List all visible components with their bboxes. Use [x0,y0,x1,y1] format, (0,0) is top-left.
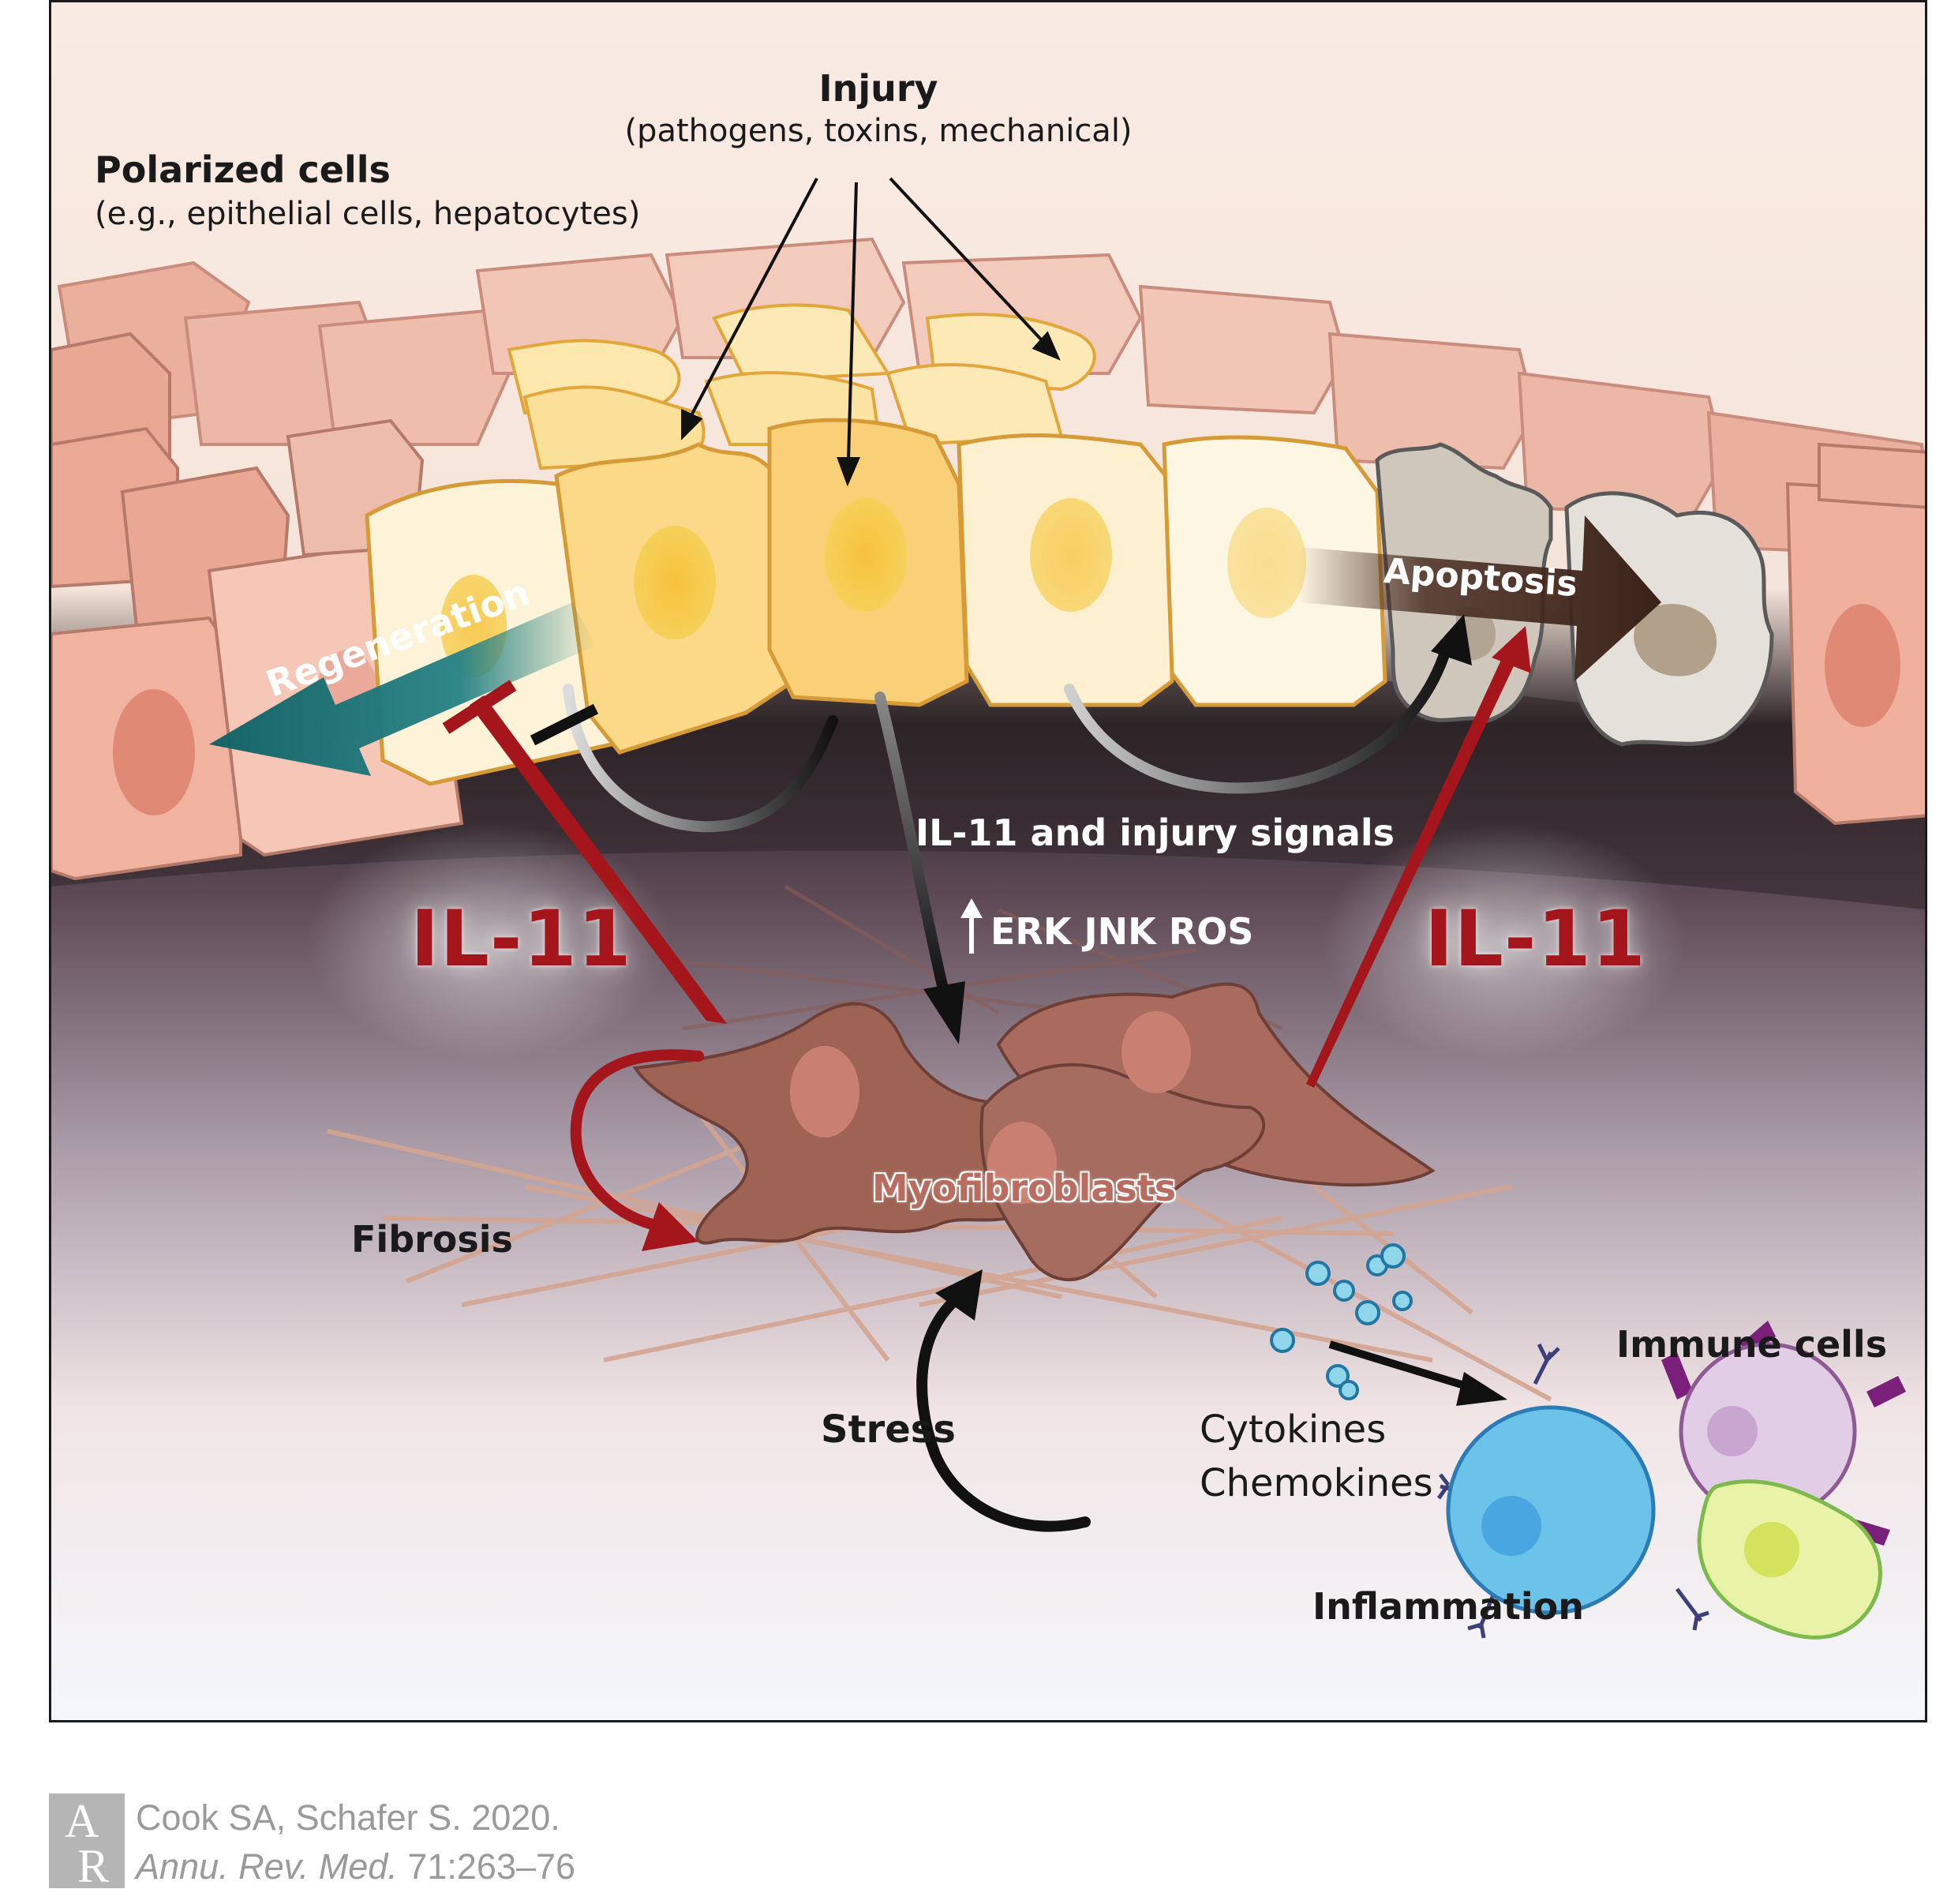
inhibition-curve-black [530,684,838,833]
polarized-cells-subtitle: (e.g., epithelial cells, hepatocytes) [95,196,641,232]
healthy-cells-right [1785,442,1925,826]
up-arrow-icon [960,898,983,954]
regeneration-arrow [209,602,596,776]
il11-signals-label: IL-11 and injury signals [915,811,1395,854]
fibrosis-label: Fibrosis [351,1218,513,1261]
myofibroblast-cells [632,982,1436,1281]
il11-signals-arrow [874,692,965,1044]
chemokines-label: Chemokines [1200,1461,1433,1505]
il11-right-label: IL-11 [1425,894,1646,984]
immune-cells-label: Immune cells [1616,1323,1888,1366]
injury-title: Injury [818,67,938,110]
cytokines-label: Cytokines [1200,1407,1387,1452]
injury-arrows [681,177,1061,487]
apoptosis-curve [1064,614,1472,794]
svg-text:A: A [65,1795,99,1847]
il11-left-inhibition [442,680,727,1024]
immune-cells-illustration [1436,1321,1906,1640]
injured-cells-front [365,418,1387,786]
pathway-diagram [51,2,1925,1720]
stress-arrow [916,1269,1091,1532]
il11-right-arrow [1306,626,1531,1088]
stress-label: Stress [821,1407,956,1452]
citation-text: Cook SA, Schafer S. 2020. Annu. Rev. Med… [136,1793,575,1891]
cytokines-arrow [1328,1340,1507,1406]
il11-left-label: IL-11 [410,894,632,984]
fibrosis-arrow [570,1049,704,1251]
citation-authors: Cook SA, Schafer S. 2020. [136,1797,560,1838]
cytokine-molecules [1270,1243,1413,1400]
figure-frame: Injury (pathogens, toxins, mechanical) P… [49,0,1927,1722]
annual-reviews-logo: A R [49,1793,125,1888]
apoptosis-arrow [1298,515,1661,681]
citation-journal: Annu. Rev. Med. [136,1846,398,1887]
citation-pages: 71:263–76 [397,1846,576,1887]
myofibroblasts-label: Myofibroblasts [872,1167,1177,1209]
polarized-cells-title: Polarized cells [95,148,391,191]
citation-journal-line: Annu. Rev. Med. 71:263–76 [136,1842,575,1891]
injury-subtitle: (pathogens, toxins, mechanical) [624,113,1133,149]
svg-text:R: R [77,1840,109,1888]
inflammation-label: Inflammation [1312,1585,1585,1628]
erk-jnk-ros-label: ERK JNK ROS [990,910,1254,953]
